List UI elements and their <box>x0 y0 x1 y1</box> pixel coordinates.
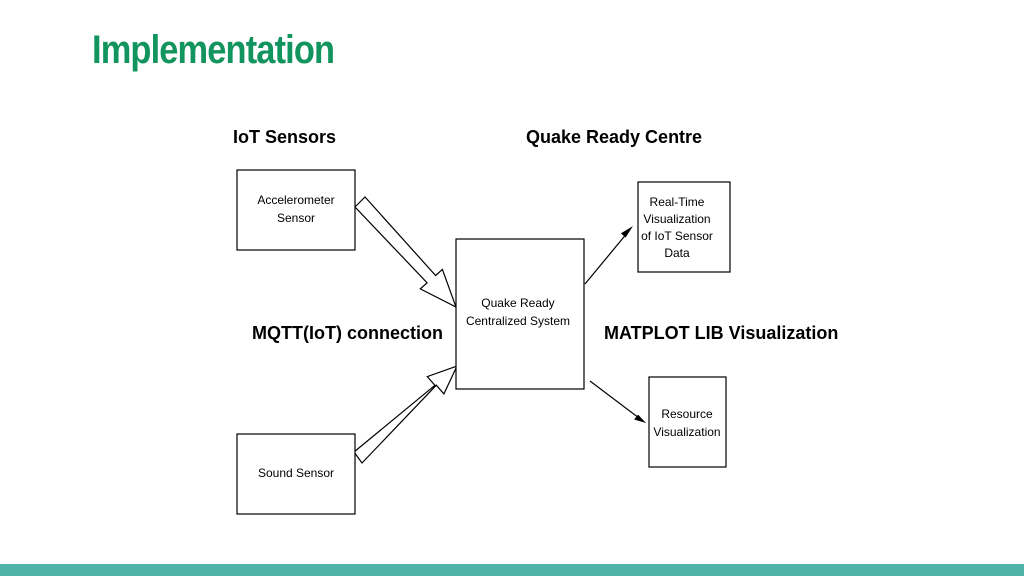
slide-title: Implementation <box>92 28 335 72</box>
resource-visualization-box: Resource Visualization <box>648 376 727 468</box>
resource-label-line-1: Resource <box>661 407 713 421</box>
heading-matplotlib-visualization: MATPLOT LIB Visualization <box>604 323 838 343</box>
sound-sensor-box: Sound Sensor <box>236 433 356 515</box>
hollow-arrow-sound-to-central <box>353 364 459 464</box>
accelerometer-sensor-box: Accelerometer Sensor <box>236 169 356 251</box>
central-system-label-line-1: Quake Ready <box>481 296 554 310</box>
footer-bar <box>0 564 1024 576</box>
arrow-central-to-realtime <box>584 226 633 285</box>
heading-iot-sensors: IoT Sensors <box>233 127 336 147</box>
heading-mqtt-connection: MQTT(IoT) connection <box>252 323 443 343</box>
resource-label-line-2: Visualization <box>653 425 720 439</box>
central-system-label-line-2: Centralized System <box>466 314 570 328</box>
arrow-central-to-resource <box>589 380 646 423</box>
realtime-label-line-3: of IoT Sensor <box>641 229 713 243</box>
realtime-label-line-1: Real-Time <box>650 195 705 209</box>
accelerometer-label-line-2: Sensor <box>277 211 315 225</box>
accelerometer-label-line-1: Accelerometer <box>257 193 334 207</box>
sound-sensor-label: Sound Sensor <box>258 466 334 480</box>
realtime-label-line-2: Visualization <box>643 212 710 226</box>
hollow-arrow-accelerometer-to-central <box>354 196 458 309</box>
realtime-label-line-4: Data <box>664 246 690 260</box>
central-system-box: Quake Ready Centralized System <box>455 238 585 390</box>
heading-quake-ready-centre: Quake Ready Centre <box>526 127 702 147</box>
realtime-visualization-box: Real-Time Visualization of IoT Sensor Da… <box>637 181 731 273</box>
